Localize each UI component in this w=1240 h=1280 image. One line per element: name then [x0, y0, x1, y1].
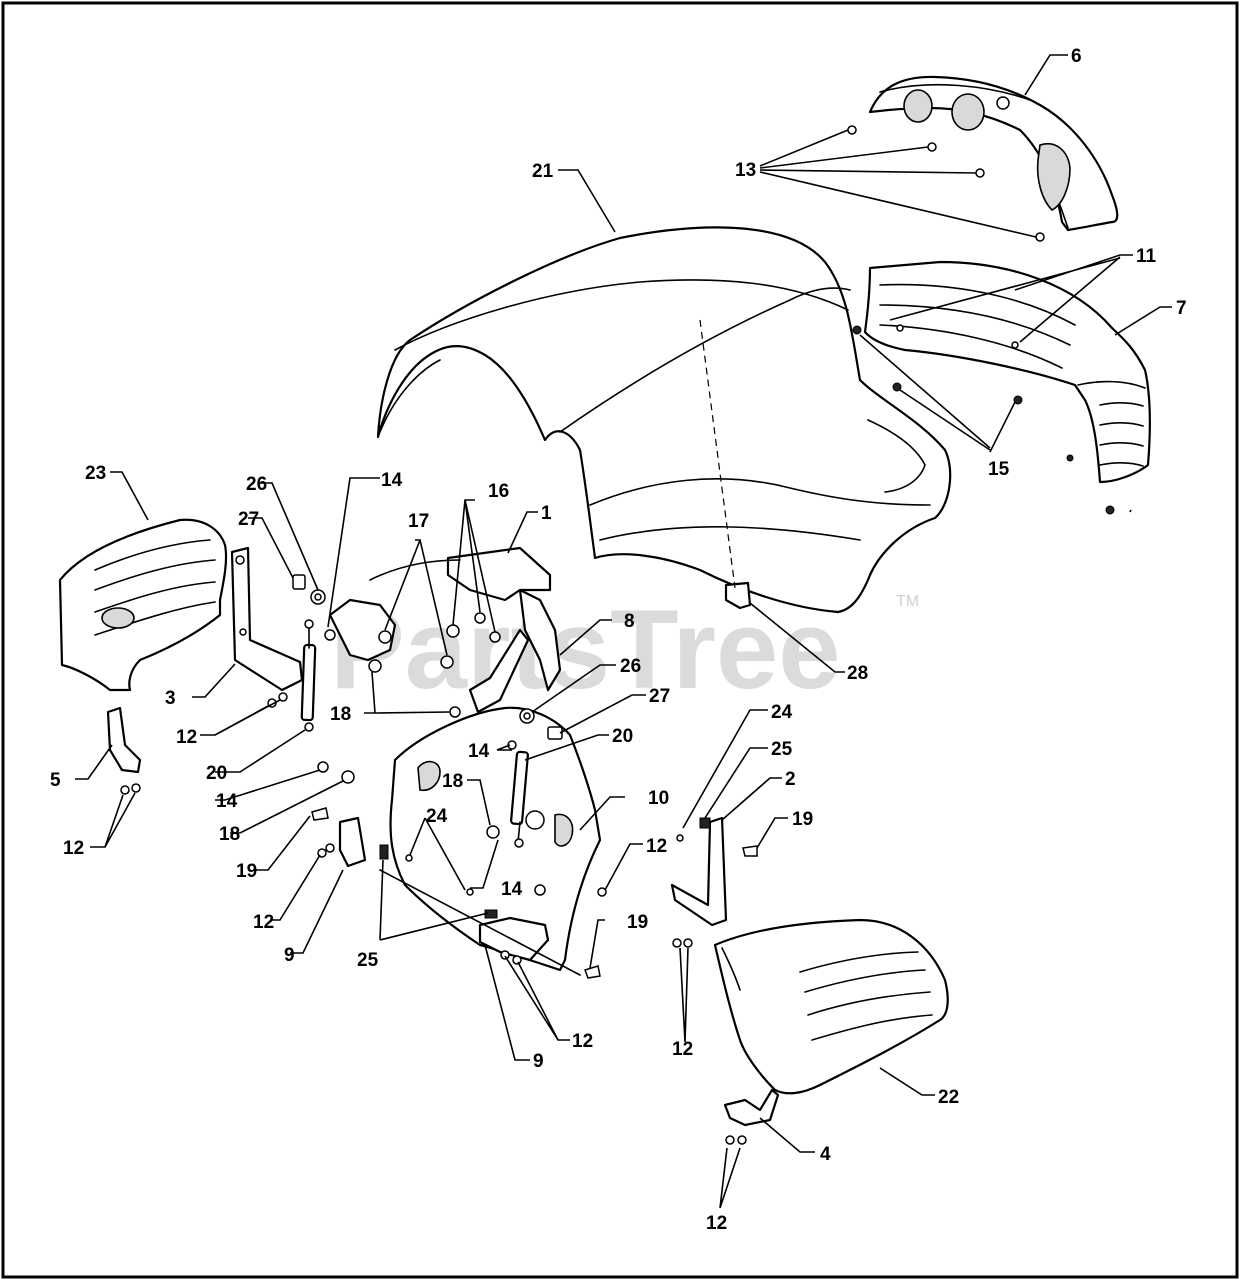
callout-11: 11 — [1136, 246, 1157, 267]
center-panel-part — [389, 706, 602, 972]
callout-27-right: 27 — [649, 686, 670, 707]
callout-1: 1 — [541, 503, 552, 524]
bracket-arm-part — [328, 598, 530, 714]
callout-18-lower: 18 — [219, 824, 240, 845]
callout-10: 10 — [648, 788, 669, 809]
leader-lines — [75, 54, 1172, 1209]
callout-13: 13 — [735, 160, 756, 181]
callout-12-a: 12 — [176, 727, 197, 748]
callout-12-f: 12 — [672, 1039, 693, 1060]
callout-7: 7 — [1176, 298, 1187, 319]
callout-21: 21 — [532, 161, 554, 182]
callout-25-left: 25 — [357, 950, 379, 971]
callout-4: 4 — [820, 1144, 831, 1165]
callout-19-right: 19 — [792, 809, 813, 830]
gas-spring-left-part — [300, 619, 317, 732]
bracket-4-part — [723, 1088, 780, 1127]
callout-25-right: 25 — [771, 739, 793, 760]
callout-14-mid: 14 — [468, 741, 490, 762]
callout-12-b: 12 — [646, 836, 667, 857]
callout-18-left: 18 — [330, 704, 351, 725]
callout-28: 28 — [847, 663, 868, 684]
callout-2: 2 — [785, 769, 796, 790]
callout-14-left: 14 — [216, 791, 238, 812]
callout-19-left: 19 — [236, 861, 257, 882]
lower-bracket-left-part — [338, 816, 367, 868]
callout-20-right: 20 — [612, 726, 633, 747]
callout-9-right: 9 — [533, 1051, 544, 1072]
callout-8: 8 — [624, 611, 635, 632]
dash-panel-part — [868, 75, 1119, 232]
callout-27-left: 27 — [238, 509, 259, 530]
callout-6: 6 — [1071, 46, 1082, 67]
callout-labels: 6 13 21 11 7 15 23 14 16 26 27 17 1 8 26… — [50, 46, 1187, 1234]
watermark-tm: TM — [896, 593, 919, 610]
callout-22: 22 — [938, 1087, 959, 1108]
callout-3: 3 — [165, 688, 176, 709]
callout-17: 17 — [408, 511, 429, 532]
callout-14-top: 14 — [381, 470, 403, 491]
gas-spring-right-part — [510, 750, 529, 848]
callout-9-left: 9 — [284, 945, 295, 966]
right-fender-part — [713, 918, 949, 1095]
callout-26-right: 26 — [620, 656, 641, 677]
watermark: PartsTree — [330, 587, 841, 712]
left-bracket-part — [230, 546, 304, 692]
lower-bracket-right-part — [379, 869, 581, 976]
hood-part — [376, 226, 952, 614]
callout-23: 23 — [85, 463, 106, 484]
callout-26-left: 26 — [246, 474, 267, 495]
callout-12-e: 12 — [572, 1031, 593, 1052]
hood-centerline — [699, 319, 736, 589]
right-bracket-part — [670, 816, 728, 927]
callout-20-left: 20 — [206, 763, 227, 784]
callout-15: 15 — [988, 459, 1010, 480]
callout-12-g: 12 — [706, 1213, 727, 1234]
right-side-panel-part — [863, 260, 1151, 484]
left-fender-part — [58, 518, 228, 692]
callout-12-c: 12 — [63, 838, 84, 859]
callout-16: 16 — [488, 481, 509, 502]
hinge-clip-part — [724, 581, 752, 610]
callout-24-right: 24 — [771, 702, 793, 723]
callout-12-d: 12 — [253, 912, 274, 933]
callout-5: 5 — [50, 770, 61, 791]
callout-14-lower: 14 — [501, 879, 523, 900]
bracket-5-part — [106, 706, 142, 774]
callout-19-center: 19 — [627, 912, 648, 933]
callout-18-center: 18 — [442, 771, 463, 792]
callout-24-center: 24 — [426, 806, 448, 827]
